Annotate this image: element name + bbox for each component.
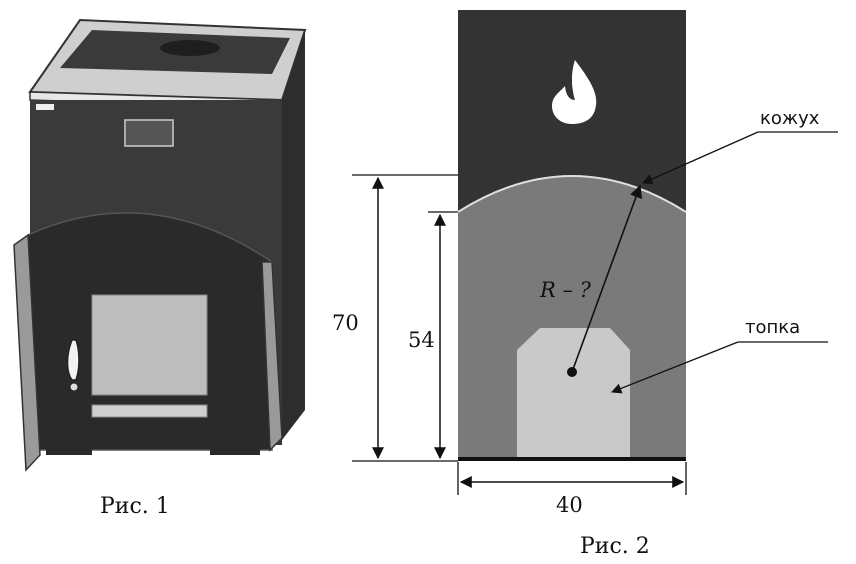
radius-label: R – ? xyxy=(539,278,592,302)
leader-casing xyxy=(642,131,838,184)
stove-side-panel xyxy=(282,30,305,440)
radius-line xyxy=(571,184,643,373)
dimension-70 xyxy=(352,174,458,462)
width-label: 40 xyxy=(556,493,583,517)
stove-door-handle xyxy=(66,339,80,381)
stove-foot-left xyxy=(46,445,92,455)
casing-arc xyxy=(457,175,687,213)
label-firebox: топка xyxy=(745,317,800,338)
stove-burner xyxy=(160,40,220,56)
stove-left-wing xyxy=(13,233,41,472)
base-line xyxy=(458,457,686,461)
figure1-caption: Рис. 1 xyxy=(100,494,170,519)
stove-vent-plate xyxy=(124,119,174,147)
radius-center xyxy=(567,367,577,377)
leader-firebox xyxy=(611,341,828,394)
height-inner-label: 54 xyxy=(408,328,435,352)
stove-firebox-door xyxy=(91,294,208,396)
firebox-shape xyxy=(517,328,630,460)
stove-badge xyxy=(36,104,54,110)
stove-cross-section xyxy=(457,10,687,461)
stove-ash-slot xyxy=(91,404,208,418)
dimension-40 xyxy=(457,462,687,495)
stove-right-wing xyxy=(261,261,283,452)
stove-foot-right xyxy=(210,445,260,455)
figure2-caption: Рис. 2 xyxy=(580,534,650,559)
flame-icon xyxy=(552,60,597,124)
label-casing: кожух xyxy=(760,108,820,129)
dimension-54 xyxy=(428,211,458,460)
stove-illustration xyxy=(13,18,307,472)
height-outer-label: 70 xyxy=(332,311,359,335)
